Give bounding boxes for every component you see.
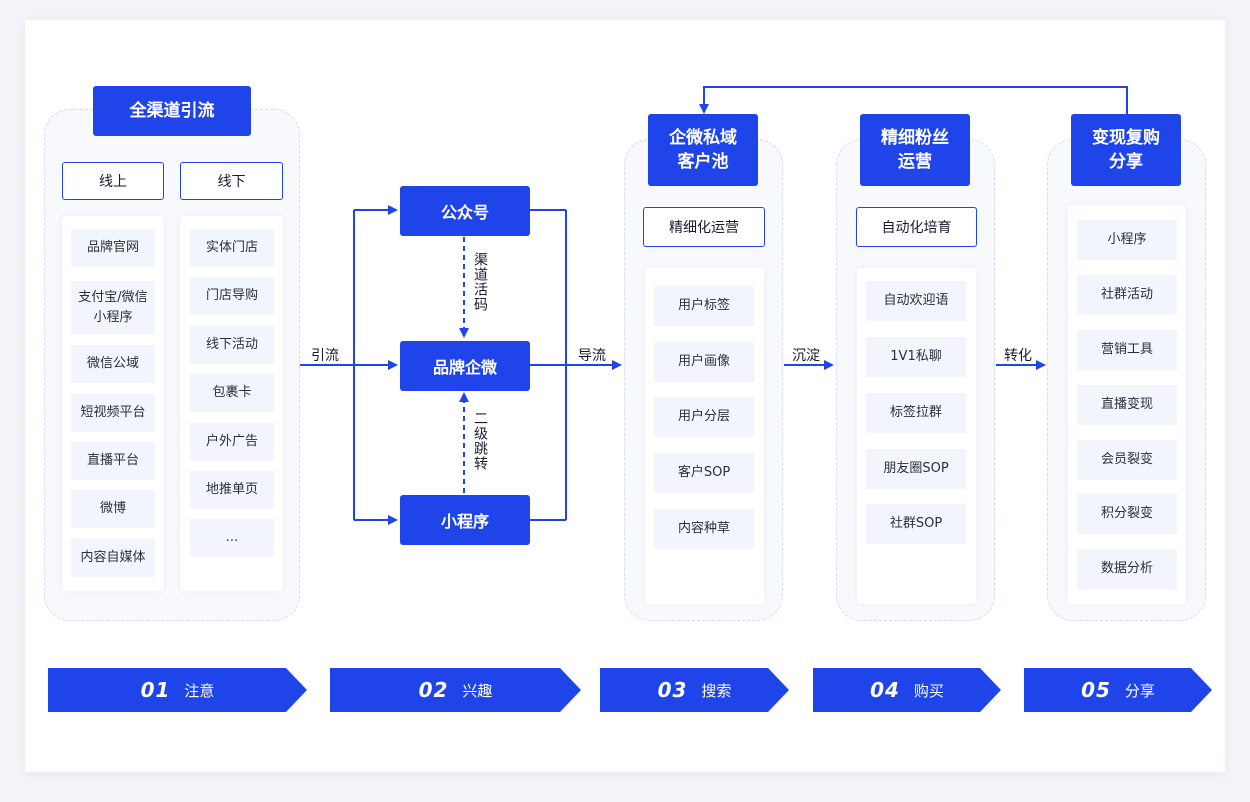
sub-auto-nurture: 自动化培育 <box>856 207 977 247</box>
item-fans: 朋友圈SOP <box>866 449 966 489</box>
item-online: 微博 <box>71 490 155 528</box>
item-online: 内容自媒体 <box>71 539 155 577</box>
stage-banner: 03 搜索 <box>600 668 789 712</box>
stage-number: 02 <box>418 678 449 702</box>
item-online: 直播平台 <box>71 442 155 480</box>
item-share: 小程序 <box>1077 220 1177 260</box>
stage-number: 03 <box>657 678 688 702</box>
item-share: 积分裂变 <box>1077 494 1177 534</box>
item-offline: 实体门店 <box>190 229 274 267</box>
item-offline: 包裹卡 <box>190 374 274 412</box>
item-offline: 户外广告 <box>190 423 274 461</box>
stage-banner: 01 注意 <box>48 668 307 712</box>
stage-name: 购买 <box>913 681 944 700</box>
item-share: 社群活动 <box>1077 275 1177 315</box>
label-qudao-huoma: 渠道活码 <box>472 252 488 312</box>
item-share: 会员裂变 <box>1077 440 1177 480</box>
stage-number: 01 <box>140 678 171 702</box>
stage-name: 分享 <box>1124 681 1155 700</box>
item-online: 品牌官网 <box>71 229 155 267</box>
item-online: 微信公域 <box>71 345 155 383</box>
stage-name: 注意 <box>184 681 215 700</box>
item-share: 营销工具 <box>1077 330 1177 370</box>
label-daoliu: 导流 <box>578 348 606 364</box>
item-offline: 地推单页 <box>190 471 274 509</box>
item-fans: 自动欢迎语 <box>866 281 966 321</box>
label-chendian: 沉淀 <box>792 348 820 364</box>
stage-arrow-shape <box>330 668 581 712</box>
item-pool: 客户SOP <box>654 453 754 493</box>
item-pool: 用户分层 <box>654 397 754 437</box>
item-offline: 线下活动 <box>190 326 274 364</box>
label-yinliu: 引流 <box>311 348 339 364</box>
label-zhuanhua: 转化 <box>1004 348 1032 364</box>
sub-online: 线上 <box>62 162 164 200</box>
item-fans: 1V1私聊 <box>866 337 966 377</box>
sub-fine-operation: 精细化运营 <box>643 207 765 247</box>
header-monetize-share: 变现复购 分享 <box>1071 114 1181 186</box>
header-all-channel: 全渠道引流 <box>93 86 251 136</box>
item-pool: 内容种草 <box>654 509 754 549</box>
item-share: 数据分析 <box>1077 549 1177 589</box>
stage-name: 兴趣 <box>462 681 493 700</box>
panel-fans-operation <box>857 268 976 604</box>
sub-offline: 线下 <box>180 162 283 200</box>
edge-loop-back <box>699 86 1128 114</box>
item-share: 直播变现 <box>1077 385 1177 425</box>
stage-number: 04 <box>870 678 900 702</box>
node-brand-qiwei: 品牌企微 <box>400 341 530 391</box>
item-offline: ... <box>190 519 274 557</box>
item-pool: 用户标签 <box>654 286 754 326</box>
label-erji-tiaozhuan: 二级跳转 <box>472 411 488 471</box>
stage-arrow-shape <box>48 668 307 712</box>
node-gongzhonghao: 公众号 <box>400 186 530 236</box>
item-offline: 门店导购 <box>190 277 274 315</box>
item-online: 短视频平台 <box>71 394 155 432</box>
item-fans: 标签拉群 <box>866 393 966 433</box>
stage-banner: 04 购买 <box>813 668 1001 712</box>
stage-banner: 05 分享 <box>1024 668 1212 712</box>
header-private-pool: 企微私域 客户池 <box>648 114 758 186</box>
item-online: 支付宝/微信 小程序 <box>71 281 155 334</box>
node-xiaochengxu: 小程序 <box>400 495 530 545</box>
item-fans: 社群SOP <box>866 504 966 544</box>
stage-arrow-shape <box>600 668 789 712</box>
stage-banner: 02 兴趣 <box>330 668 581 712</box>
stage-name: 搜索 <box>701 681 732 700</box>
stage-number: 05 <box>1081 678 1111 702</box>
header-fans-operation: 精细粉丝 运营 <box>860 114 970 186</box>
stage-arrow-shape <box>813 668 1001 712</box>
stage-arrow-shape <box>1024 668 1212 712</box>
item-pool: 用户画像 <box>654 342 754 382</box>
